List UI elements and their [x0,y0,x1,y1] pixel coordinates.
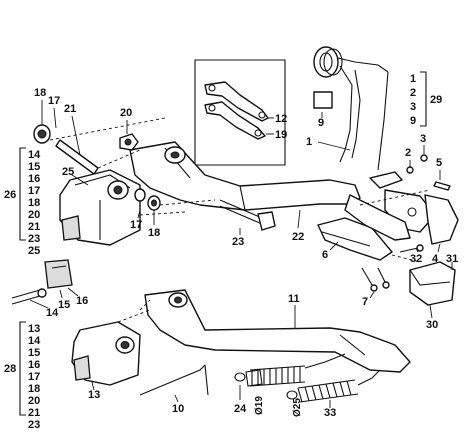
blade-lower [344,194,411,241]
callout-22: 22 [292,231,304,243]
group-26-item: 20 [28,209,40,221]
group-26-item: 15 [28,161,40,173]
mount-bracket-25 [59,169,141,246]
group-28-label-list: 28 13 14 15 16 17 18 20 21 23 [4,323,41,431]
group-28-item: 16 [28,359,40,371]
spring-24 [234,353,346,387]
group-28-item: 23 [28,419,40,431]
callout-12: 12 [275,113,287,125]
clip-16 [44,259,73,289]
callout-20: 20 [120,107,132,119]
inset-bracket-12 [204,81,269,122]
callout-17-top: 17 [48,95,60,107]
group-26-item: 18 [28,197,40,209]
group-28-item: 14 [28,335,41,347]
group-28-item: 20 [28,395,40,407]
shaft-21 [33,124,99,175]
callout-24: 24 [234,403,247,415]
callout-32: 32 [410,253,422,265]
hook-rod-assembly [313,46,389,171]
callout-11: 11 [288,293,300,305]
diameter-19-label: Ø19 [254,396,265,415]
group-28-item: 15 [28,347,40,359]
callout-13: 13 [88,389,100,401]
spring-33 [286,369,381,403]
group-26-label-list: 26 14 15 16 17 18 20 21 23 25 [4,149,41,257]
group-26-item: 16 [28,173,40,185]
callout-15: 15 [58,299,70,311]
group-26-label: 26 [4,189,16,201]
callout-4: 4 [432,253,439,265]
group-29-item: 3 [410,101,416,113]
callout-30: 30 [426,319,438,331]
blade-6 [317,217,393,261]
dashed-guides [49,117,431,323]
callout-17-mid: 17 [130,219,142,231]
group-28-item: 18 [28,383,40,395]
group-29-label-list: 1 2 3 9 29 [410,73,442,127]
callout-21: 21 [64,103,76,115]
inset-box [194,59,286,166]
callout-18-top: 18 [34,87,46,99]
bolt-32 [399,244,424,253]
group-26-item: 17 [28,185,40,197]
callout-19-inset: 19 [275,129,287,141]
callout-23: 23 [232,236,244,248]
group-26-item: 23 [28,233,40,245]
callout-25: 25 [62,166,74,178]
leader-lines [29,100,453,408]
group-28-item: 13 [28,323,40,335]
callout-3: 3 [420,133,426,145]
pin-5 [433,181,451,191]
callout-31: 31 [446,253,458,265]
group-28-item: 17 [28,371,40,383]
group-26-item: 14 [28,149,41,161]
callout-18-mid: 18 [148,227,160,239]
callout-1: 1 [306,136,312,148]
cover-30 [409,261,456,306]
callout-2: 2 [405,147,411,159]
bracket-group-26 [19,147,26,241]
callout-6: 6 [322,249,328,261]
callout-5: 5 [436,157,442,169]
callout-14: 14 [46,307,59,319]
bolt-7 [361,267,390,292]
blade-plate [424,194,459,245]
group-28-item: 21 [28,407,40,419]
bolt-23 [219,199,276,231]
diameter-25-label: Ø25 [292,398,303,417]
callout-10: 10 [172,403,184,415]
group-26-item: 21 [28,221,40,233]
bracket-group-29 [420,71,427,127]
group-29-item: 9 [410,115,416,127]
bolt-15 [11,288,47,305]
rod-10 [139,364,209,396]
lower-mount-13 [71,321,141,386]
group-29-label: 29 [430,94,442,106]
callout-9-inset: 9 [318,117,324,129]
group-29-item: 1 [410,73,416,85]
group-28-label: 28 [4,363,16,375]
bracket-group-28 [19,321,26,416]
washer-17-18 [134,188,161,211]
group-26-item: 25 [28,245,40,257]
callout-labels: 18 17 21 20 12 19 9 1 25 17 18 23 22 2 3… [34,87,458,419]
callout-7: 7 [362,296,368,308]
group-29-item: 2 [410,87,416,99]
callout-33: 33 [324,407,336,419]
callout-16: 16 [76,295,88,307]
nut-20 [119,133,139,151]
lower-arm [144,289,411,373]
inset-bracket-19 [204,101,266,140]
